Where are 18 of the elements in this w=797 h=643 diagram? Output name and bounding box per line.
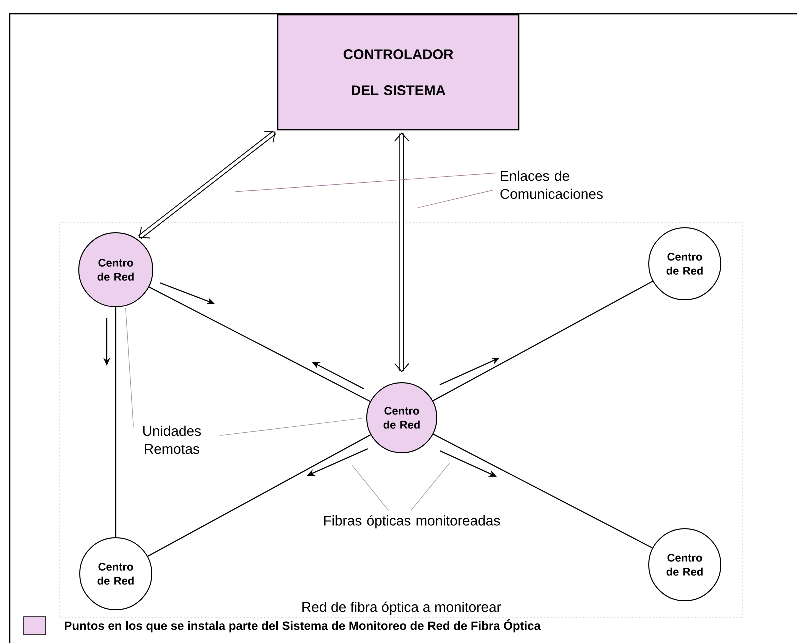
fiber-line: [149, 286, 371, 402]
double-arrow: [394, 132, 410, 372]
leader-line: [352, 464, 390, 511]
leader-line: [220, 418, 363, 436]
callout-text: Fibras ópticas monitoreadas: [324, 515, 500, 529]
leader-line: [410, 462, 450, 511]
legend-text: Puntos en los que se instala parte del Sistema de Monitoreo de Red de Fibra Óptica: [65, 619, 542, 633]
leader-line: [126, 308, 134, 427]
leader-line: [418, 190, 494, 208]
callout-text: Enlaces de Comunicaciones: [500, 170, 603, 200]
fiber-line: [115, 308, 117, 538]
leader-line: [234, 172, 498, 192]
fiber-line: [433, 434, 653, 549]
controller-box: CONTROLADOR DEL SISTEMA: [277, 14, 520, 131]
callout-text: Unidades Remotas: [144, 426, 202, 454]
fiber-line: [148, 434, 372, 558]
double-arrow: [138, 130, 276, 240]
fiber-line: [432, 280, 654, 402]
